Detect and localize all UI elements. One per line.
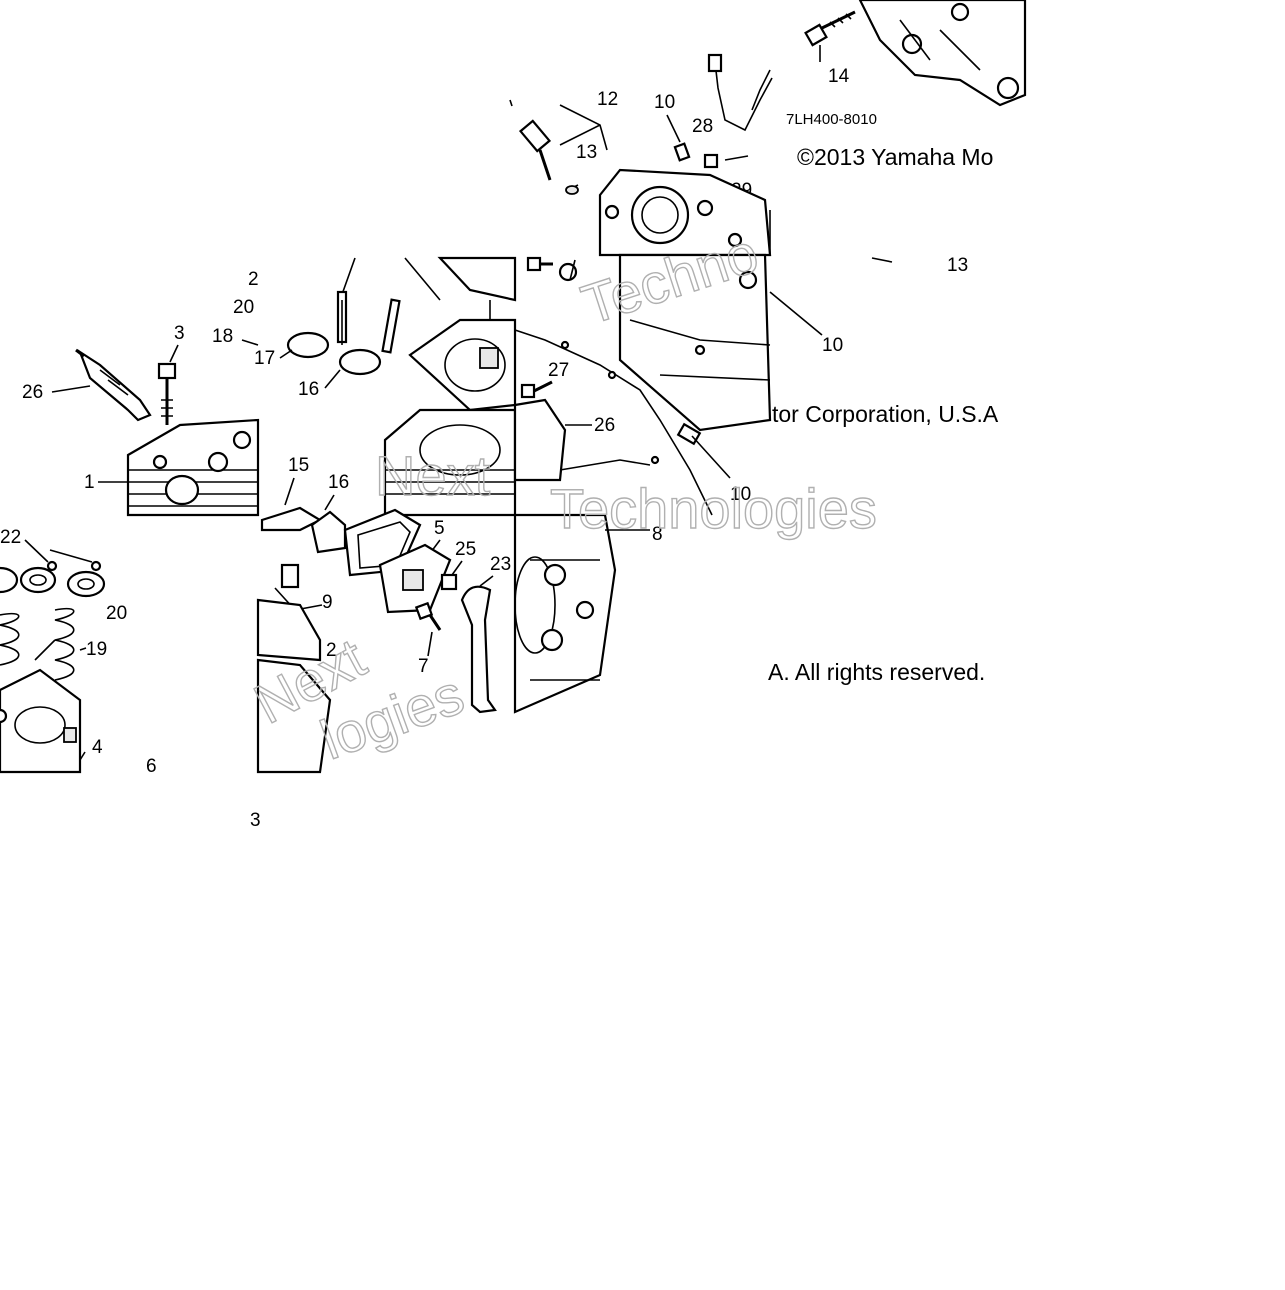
callout-26: 26 [594,415,615,436]
stray-mark: 3 [250,810,261,831]
tile-valve-springs: 22 20 19 4 6 [0,527,157,777]
callout-5: 5 [434,518,445,539]
bolt-icon-7 [414,601,442,631]
callout-1: 1 [84,472,95,493]
callout-19: 17 [254,348,275,369]
callout-21b: 20 [106,603,127,624]
head-bolt-icon [157,362,177,425]
callout-21a: 20 [233,297,254,318]
screw-icon-27 [520,380,553,399]
callout-16: 15 [288,455,309,476]
callout-10a: 10 [654,92,675,113]
spring-icon [0,607,75,681]
tile-valve-cover: 12 13 10 28 29 [509,53,773,257]
tile-cylinder-head: 2 20 18 3 26 1 [22,269,260,517]
copyright-line-2: tor Corporation, U.S.A [772,401,999,427]
callout-28: 28 [692,116,713,137]
callout-17: 16 [328,472,349,493]
callout-18: 16 [298,379,319,400]
callout-8: 8 [652,524,663,545]
copyright-line-3: A. All rights reserved. [768,659,985,685]
callout-6: 6 [146,756,157,777]
screw-icon [526,256,553,272]
copyright-line-1: ©2013 Yamaha Mo [797,144,993,170]
callout-10b: 10 [730,484,751,505]
callout-3: 3 [174,323,185,344]
callout-20a: 18 [212,326,233,347]
callout-11: 10 [822,335,843,356]
callout-24: 25 [455,539,476,560]
watermark-technologies: Technologies [550,477,877,540]
callout-7: 7 [418,656,429,677]
spark-plug-icon [75,348,152,422]
callout-12: 12 [597,89,618,110]
watermark-next: Next [375,444,491,507]
tile-crankcase-cover: 14 7LH400-8010 ©2013 Yamaha Mo [786,0,1027,170]
callout-13: 13 [576,142,597,163]
sensor-icon [518,119,552,181]
callout-2: 2 [326,640,337,661]
callout-25: 26 [22,382,43,403]
callout-15: 14 [828,66,850,87]
callout-2a: 2 [248,269,259,290]
tile-crankcase-side: 8 Technologies A. All rights reserved. [513,476,985,714]
callout-9: 9 [322,592,333,613]
bolt-icon [804,10,856,47]
tile-crankcase: 10 13 27 26 10 tor Corporation, U.S.A Te… [513,220,999,516]
callout-23: 23 [490,554,511,575]
callout-4: 4 [92,737,103,758]
callout-22: 22 [0,527,21,548]
callout-20b: 19 [86,639,107,660]
callout-14: 13 [947,255,968,276]
callout-27: 27 [548,360,569,381]
tile-valves: 17 16 Next [254,256,517,517]
drawing-code: 7LH400-8010 [786,111,877,128]
